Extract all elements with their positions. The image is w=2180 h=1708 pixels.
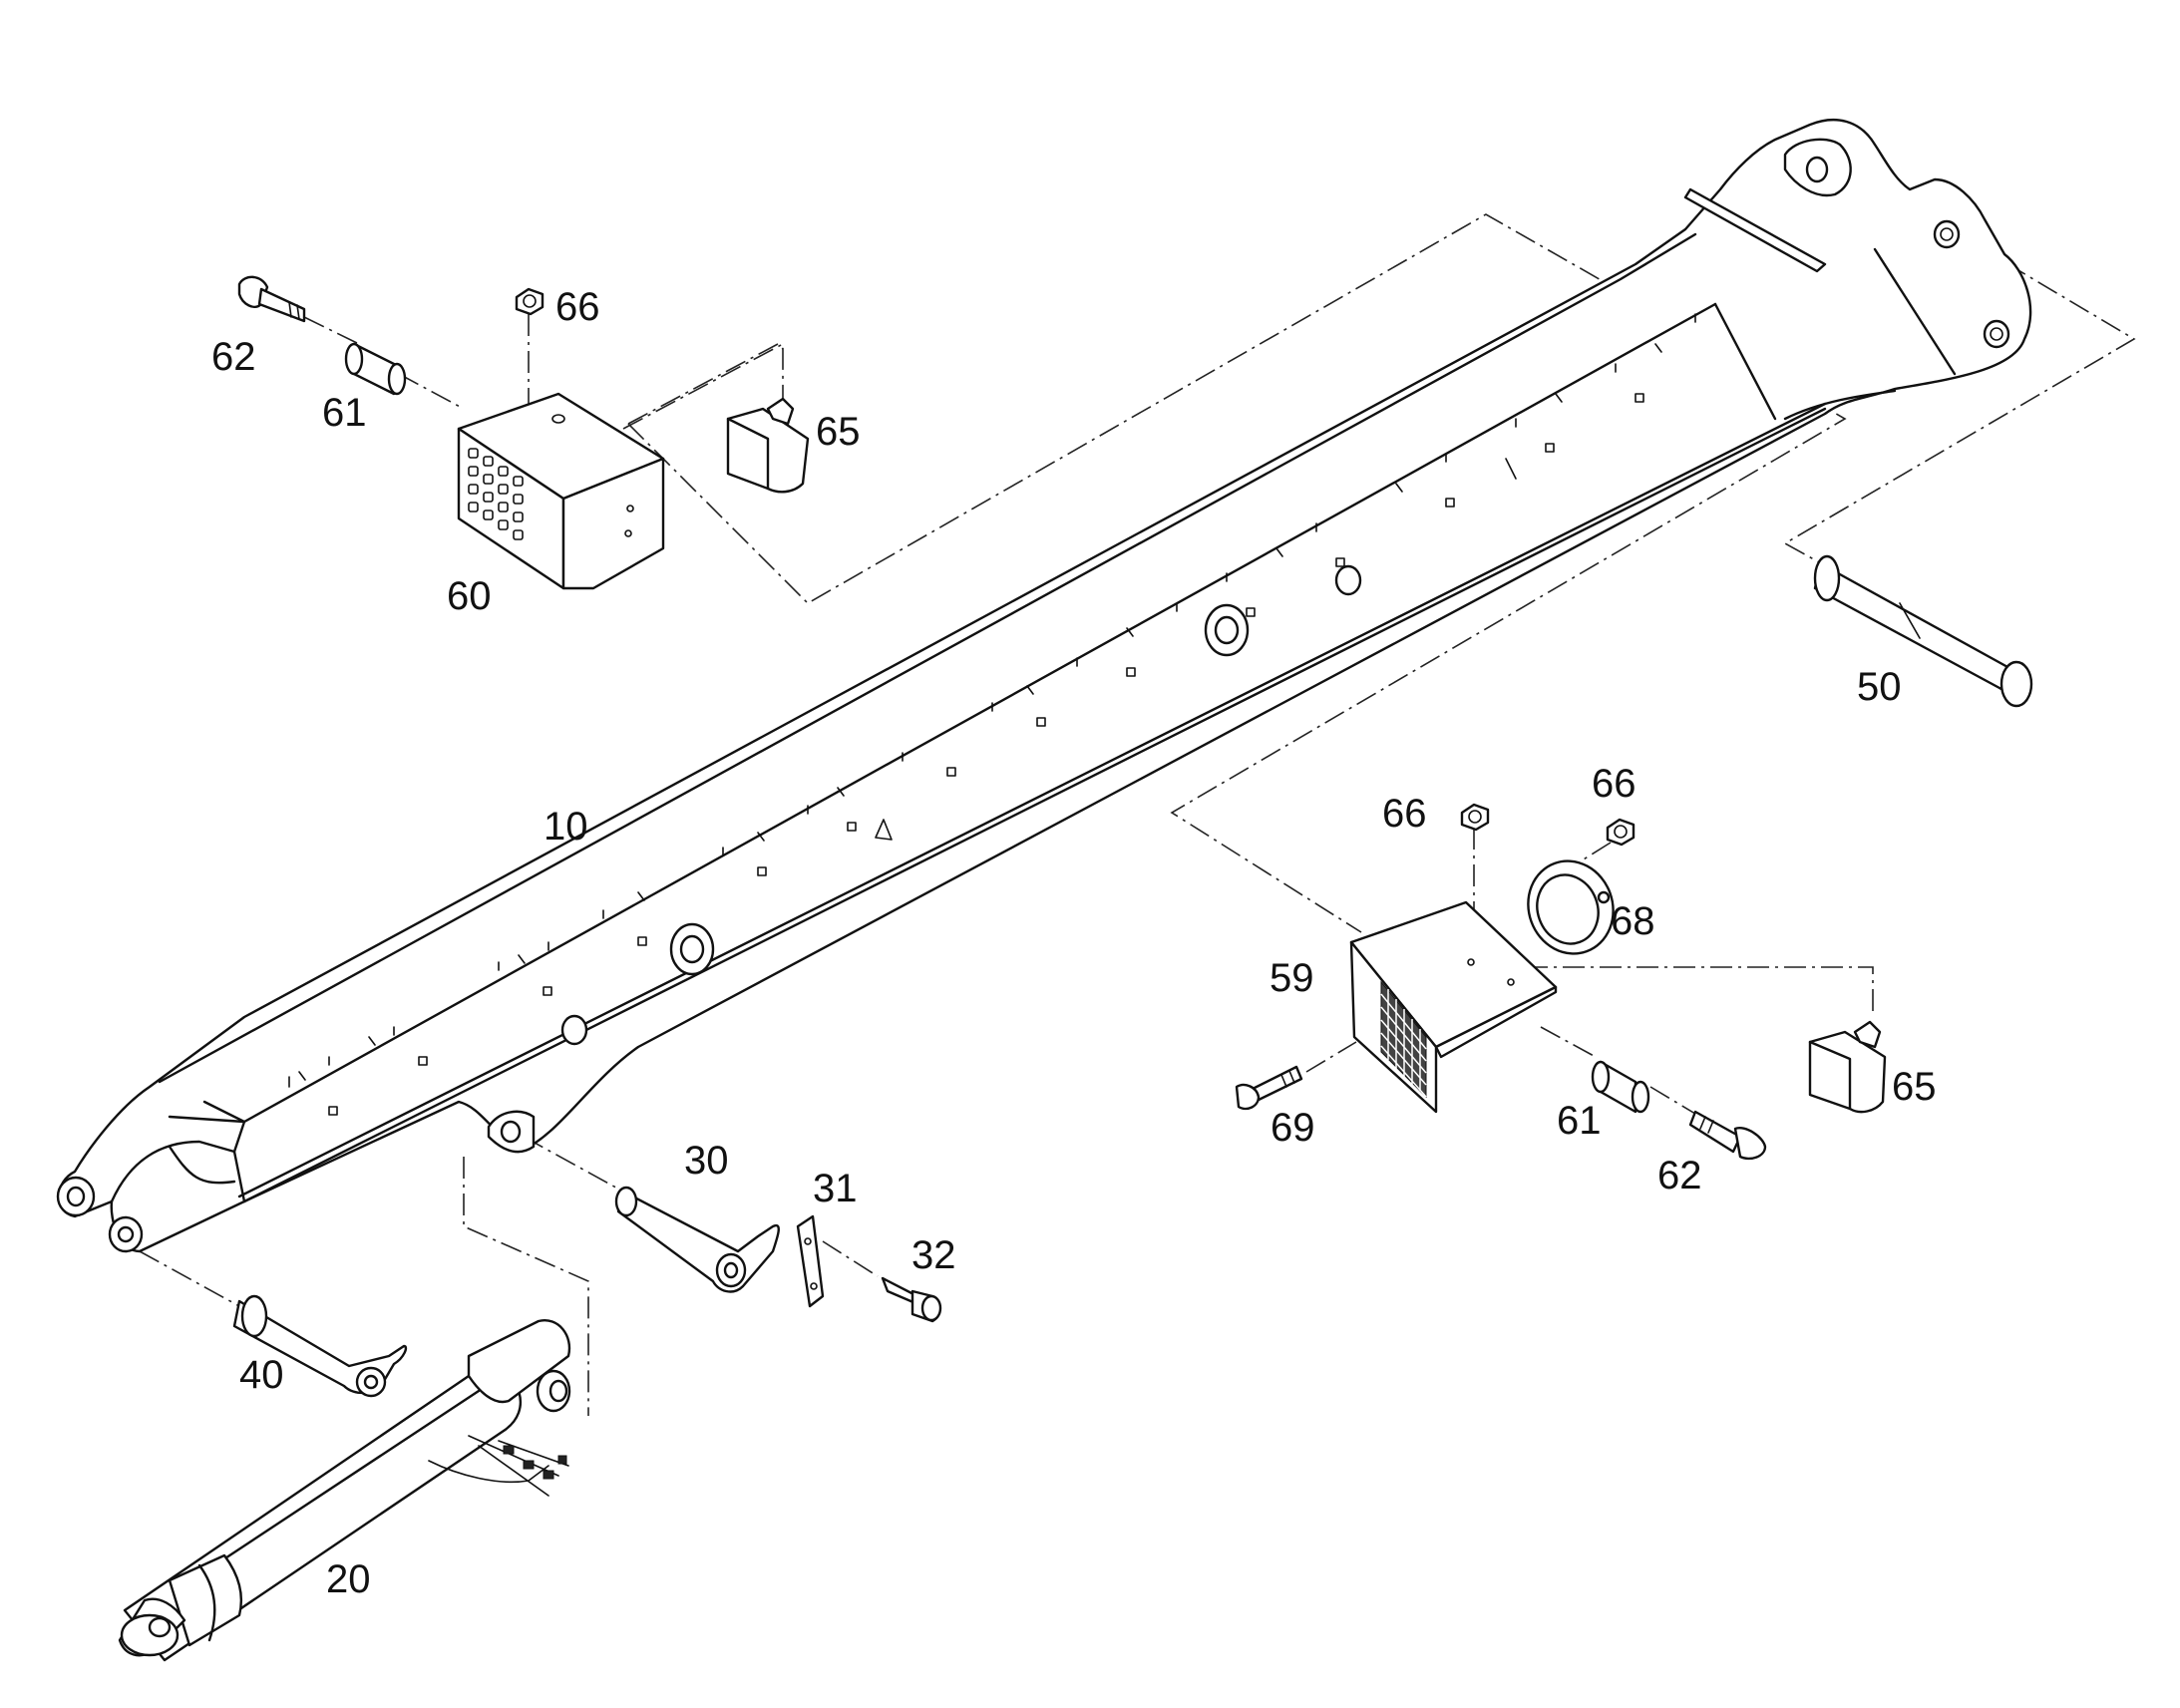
callout-10: 10 xyxy=(544,805,588,849)
cover-part-65-upper xyxy=(726,397,810,494)
callout-59: 59 xyxy=(1270,956,1314,1000)
callout-50: 50 xyxy=(1857,665,1902,709)
cover-part-65-lower xyxy=(1808,1020,1887,1114)
bracket-part-59 xyxy=(1349,900,1558,1114)
box-part-60 xyxy=(457,392,665,590)
nut-part-66-upper xyxy=(515,287,545,316)
callout-40: 40 xyxy=(239,1353,284,1397)
callout-32: 32 xyxy=(911,1233,956,1277)
callout-65-lower: 65 xyxy=(1892,1065,1937,1109)
nut-part-66-right xyxy=(1606,818,1635,847)
callout-66-right: 66 xyxy=(1592,762,1636,806)
bolt-part-32 xyxy=(881,1276,942,1323)
callout-61-upper: 61 xyxy=(322,391,367,435)
bolt-part-69 xyxy=(1235,1065,1303,1111)
callout-60: 60 xyxy=(447,574,492,618)
pin-part-30 xyxy=(614,1186,780,1293)
callout-69: 69 xyxy=(1271,1106,1315,1150)
spacer-part-61-lower xyxy=(1591,1060,1650,1114)
callout-30: 30 xyxy=(684,1139,729,1183)
callout-20: 20 xyxy=(326,1557,371,1601)
assembly-leader-lines xyxy=(139,213,2136,1416)
callout-66-upper: 66 xyxy=(555,285,600,329)
nut-part-66-middle xyxy=(1460,803,1490,832)
callout-31: 31 xyxy=(813,1167,858,1210)
callout-62-upper: 62 xyxy=(211,335,256,379)
callout-66-middle: 66 xyxy=(1382,792,1427,836)
callout-65-upper: 65 xyxy=(816,410,861,454)
plate-part-31 xyxy=(796,1214,825,1308)
bolt-part-62-lower xyxy=(1688,1110,1767,1161)
pin-part-40 xyxy=(232,1294,408,1398)
cylinder-part-20 xyxy=(118,1319,571,1662)
lamp-part-68 xyxy=(1527,859,1615,955)
callout-62-lower: 62 xyxy=(1657,1154,1702,1197)
callout-68: 68 xyxy=(1611,899,1655,943)
pin-part-50 xyxy=(1813,554,2033,708)
callout-61-lower: 61 xyxy=(1557,1099,1602,1143)
spacer-part-61-upper xyxy=(344,342,407,396)
arm-part-10 xyxy=(56,118,2032,1253)
bolt-part-62-upper xyxy=(237,275,306,323)
